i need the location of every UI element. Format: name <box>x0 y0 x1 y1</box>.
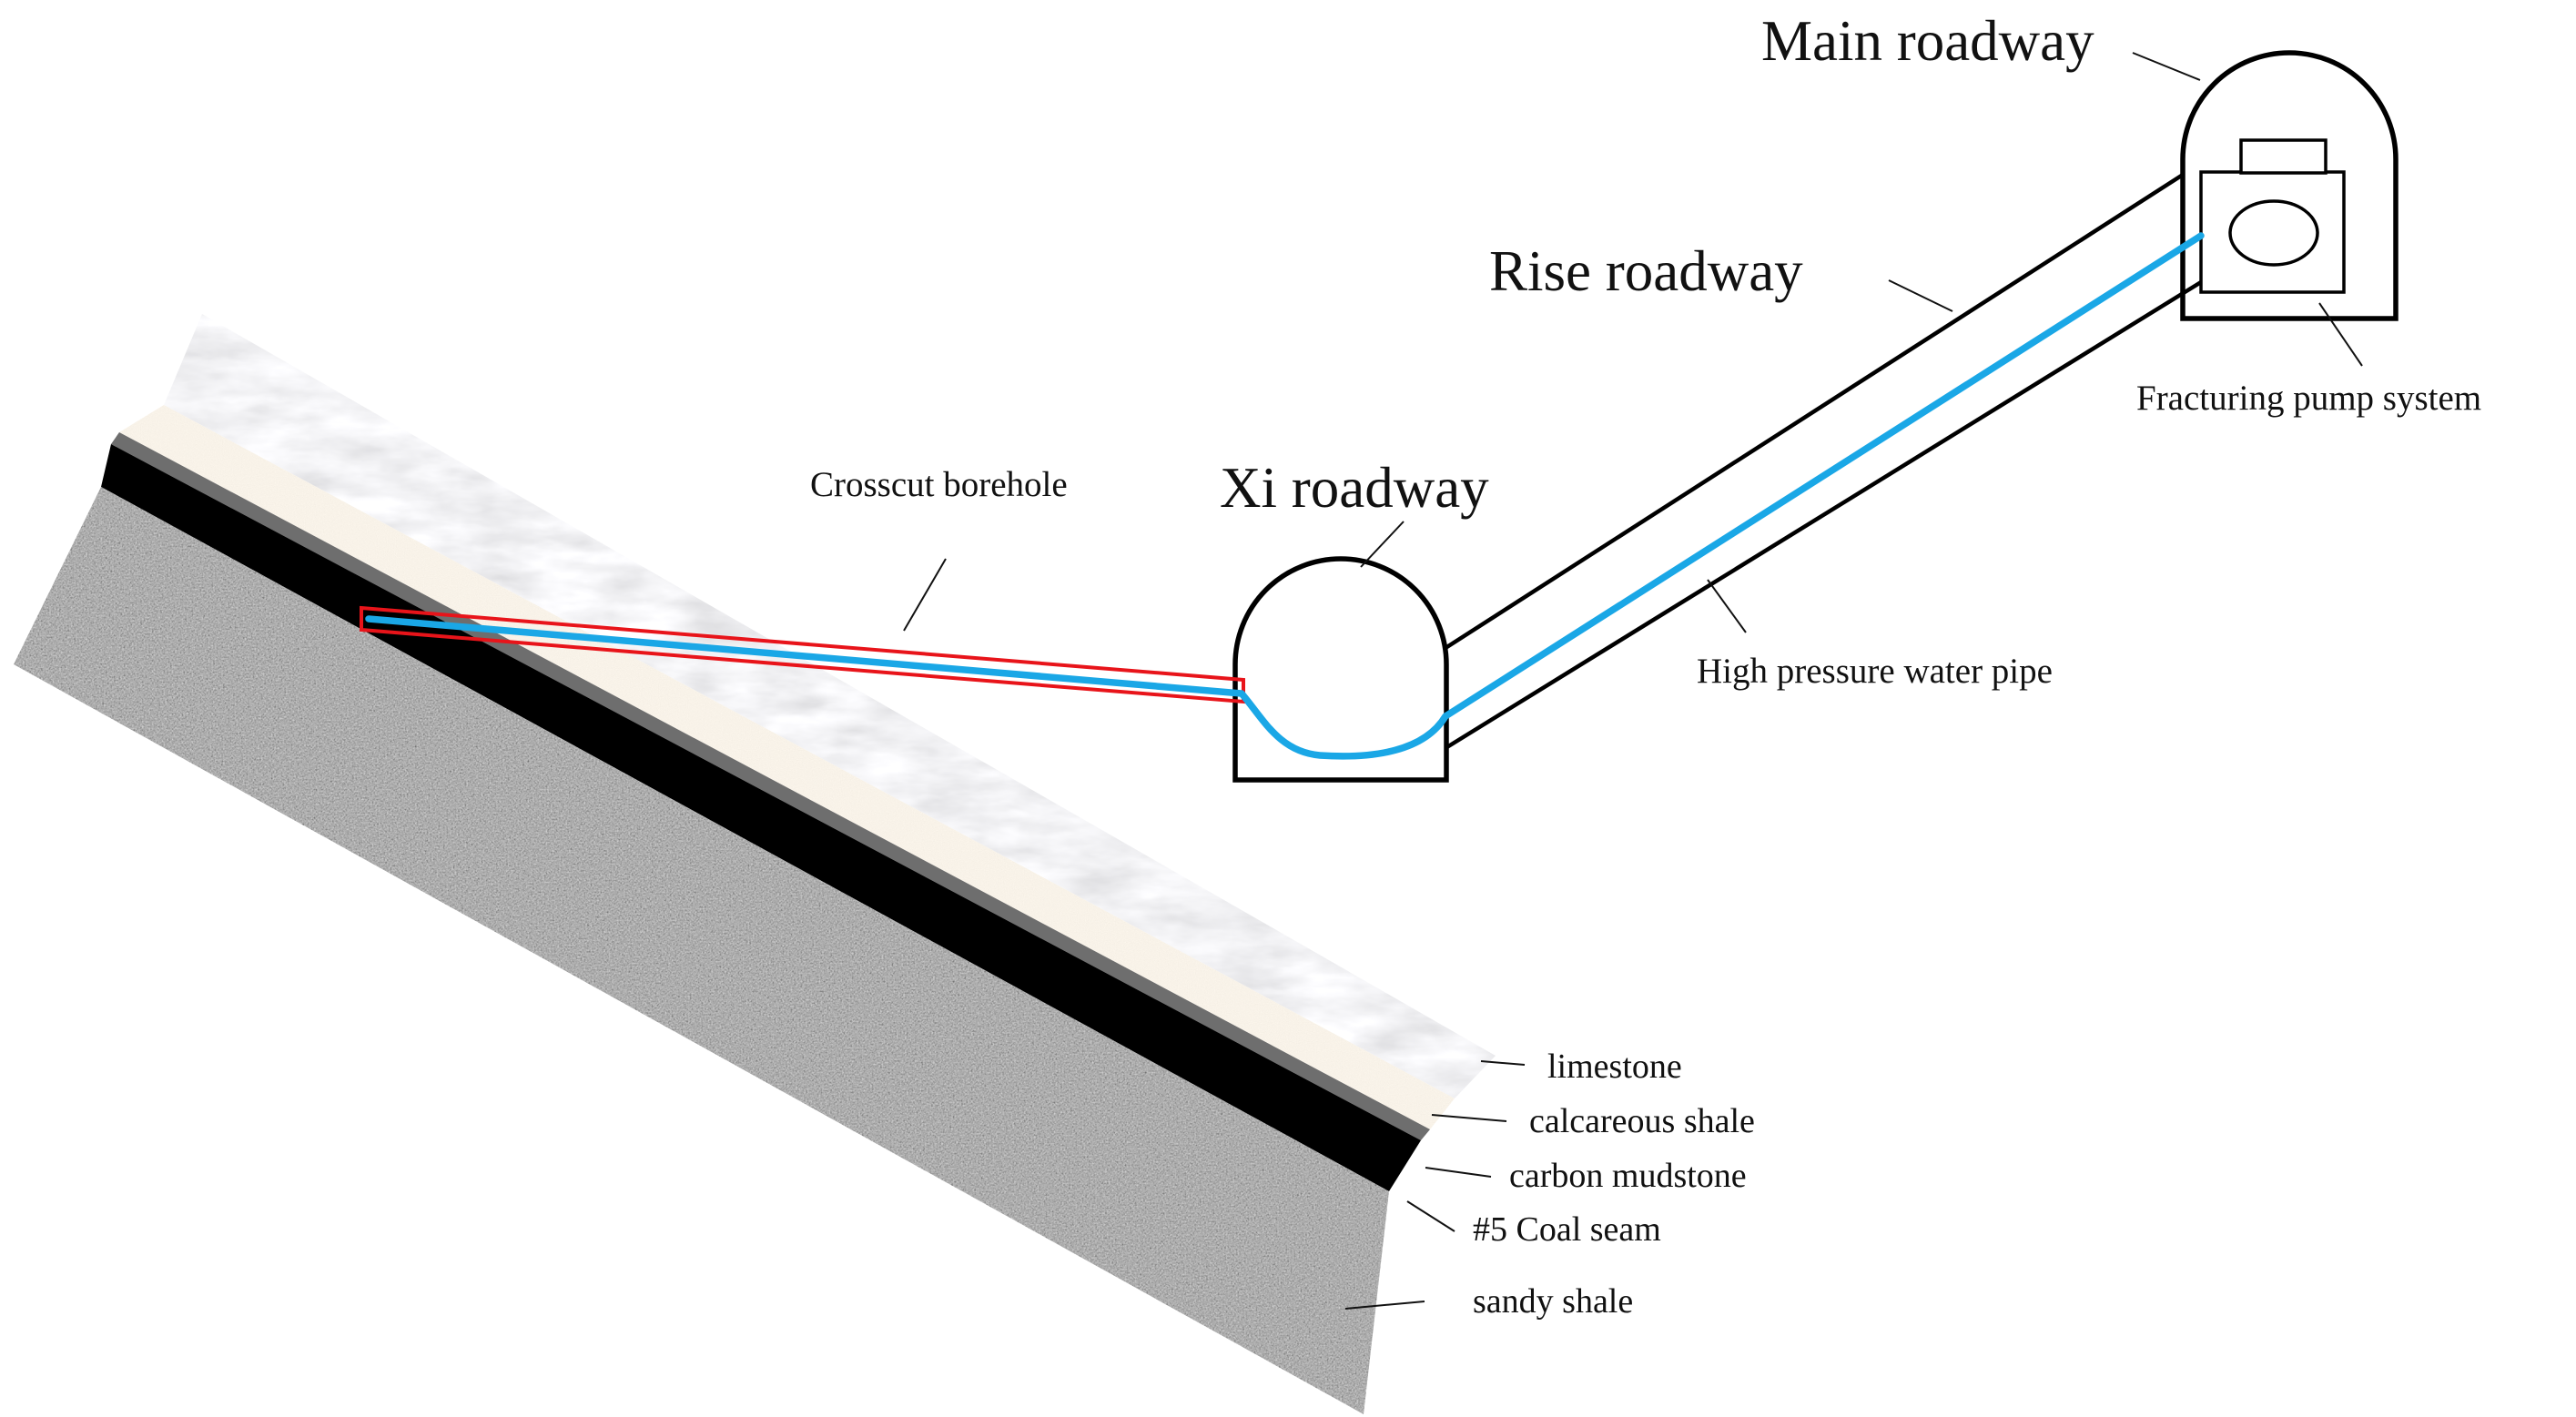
limestone-leader <box>1480 1060 1526 1066</box>
crosscut-borehole-label: Crosscut borehole <box>810 465 1068 504</box>
sandy-shale-leader <box>1344 1301 1425 1310</box>
crosscut-borehole-leader <box>903 558 947 632</box>
main-roadway <box>2180 50 2399 321</box>
rise-roadway <box>1444 173 2203 750</box>
coal-seam-leader <box>1406 1200 1455 1232</box>
rise-roadway-label: Rise roadway <box>1489 239 1803 303</box>
xi-roadway-label: Xi roadway <box>1220 456 1489 520</box>
pump-top <box>2239 138 2328 175</box>
fracturing-pump-system-label: Fracturing pump system <box>2136 379 2481 418</box>
carbon-mudstone-leader <box>1425 1167 1492 1178</box>
rise-roadway-leader <box>1888 279 1953 312</box>
carbon-mudstone-label: carbon mudstone <box>1509 1157 1747 1195</box>
limestone-label: limestone <box>1547 1048 1682 1086</box>
strata-block <box>14 314 1496 1414</box>
calcareous-shale-label: calcareous shale <box>1529 1102 1755 1140</box>
main-roadway-leader <box>2132 52 2201 81</box>
xi-roadway-leader <box>1360 521 1405 568</box>
sandy-shale-label: sandy shale <box>1473 1282 1633 1321</box>
xi-roadway <box>1232 556 1449 783</box>
coal-seam-layer <box>101 444 1421 1191</box>
calcareous-shale-leader <box>1431 1114 1507 1122</box>
water-pipe-label: High pressure water pipe <box>1697 652 2053 691</box>
pump-system-leader <box>2318 302 2363 367</box>
main-roadway-label: Main roadway <box>1761 9 2094 73</box>
pump-motor <box>2228 199 2319 267</box>
crosscut-borehole-outline <box>360 605 1245 704</box>
high-pressure-water-pipe <box>365 232 2205 760</box>
water-pipe-leader <box>1707 579 1747 633</box>
carbon-mudstone-layer <box>111 432 1430 1140</box>
coal-seam-label: #5 Coal seam <box>1473 1210 1661 1249</box>
